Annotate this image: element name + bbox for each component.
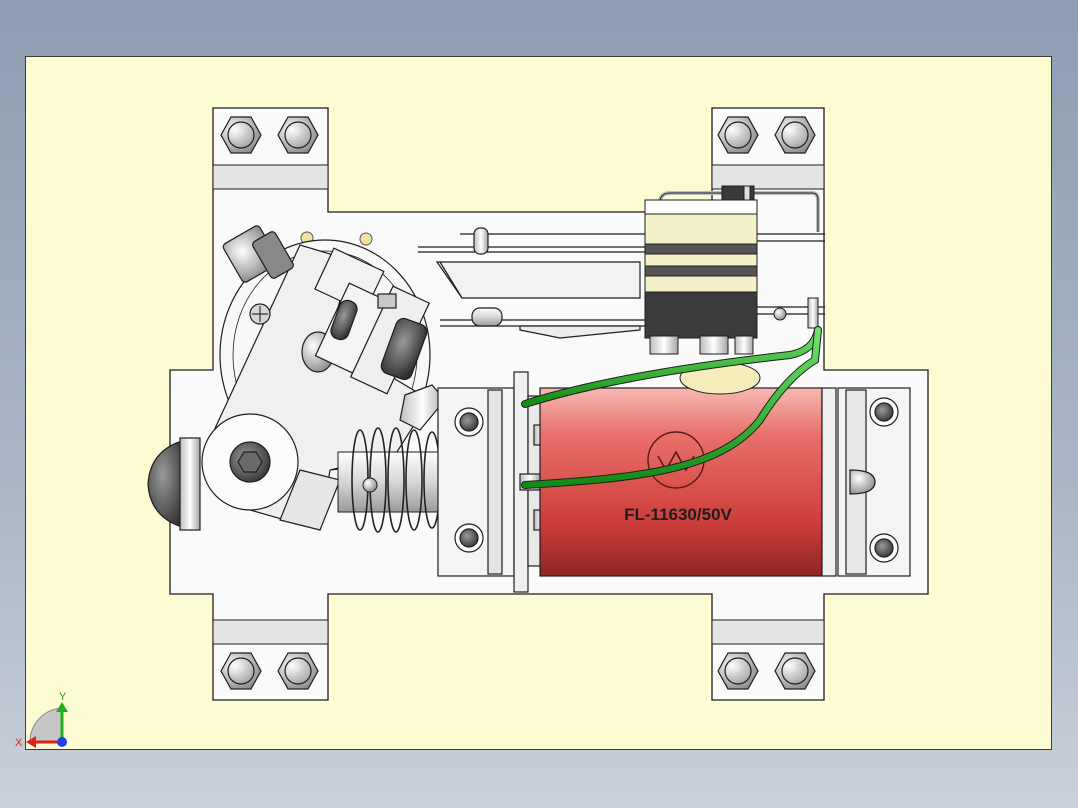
relay-block — [644, 199, 758, 355]
hex-bolt-icon — [774, 116, 816, 154]
hex-bolt-icon — [277, 116, 319, 154]
hex-bolt-icon — [717, 116, 759, 154]
right-coil-bracket — [837, 387, 911, 577]
triad-y-label: Y — [59, 691, 67, 703]
triad-x-label: X — [15, 737, 23, 749]
coordinate-triad — [26, 702, 68, 748]
hex-bolt-icon — [774, 652, 816, 690]
locating-pins — [300, 231, 373, 246]
left-coil-bracket — [437, 371, 551, 593]
hex-bolt-icon — [220, 116, 262, 154]
hex-bolts — [220, 116, 816, 690]
lever-arm — [201, 225, 446, 531]
left-buffer-knob — [147, 437, 201, 531]
coil-wires — [521, 326, 822, 489]
hex-bolt-icon — [717, 652, 759, 690]
mounting-feet — [212, 164, 825, 645]
diode — [658, 185, 820, 232]
hex-bolt-icon — [220, 652, 262, 690]
coil-label: FL-11630/50V — [624, 505, 732, 524]
hex-bolt-icon — [277, 652, 319, 690]
lever-rods — [418, 227, 825, 339]
